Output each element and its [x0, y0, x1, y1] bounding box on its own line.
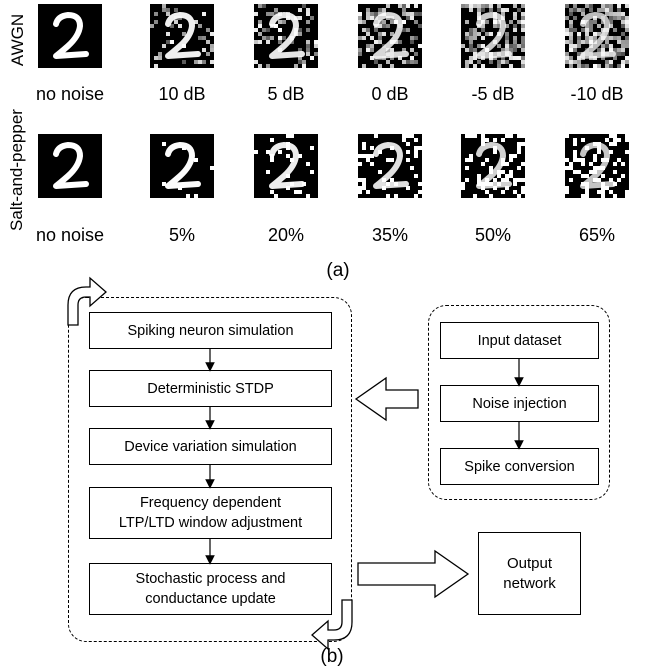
step-device-variation-simulation: Device variation simulation — [89, 428, 332, 465]
salt-pepper-digit-image-2 — [254, 134, 318, 198]
salt-pepper-digit-image-4 — [461, 134, 525, 198]
step-stochastic-conductance-update: Stochastic process and conductance updat… — [89, 563, 332, 615]
step-deterministic-stdp: Deterministic STDP — [89, 370, 332, 407]
awgn-caption-4: -5 dB — [471, 84, 515, 104]
salt-pepper-digit-image-1 — [150, 134, 214, 198]
awgn-digit-image-3 — [358, 4, 422, 68]
awgn-caption-5: -10 dB — [570, 84, 624, 104]
output-network-box: Output network — [478, 532, 581, 615]
awgn-caption-3: 0 dB — [371, 84, 409, 104]
salt-pepper-digit-image-0 — [38, 134, 102, 198]
step-noise-injection: Noise injection — [440, 385, 599, 422]
awgn-digit-image-5 — [565, 4, 629, 68]
salt-pepper-caption-1: 5% — [168, 225, 195, 245]
awgn-caption-0: no noise — [35, 84, 105, 104]
training-loop-frame — [68, 297, 352, 642]
awgn-digit-image-0 — [38, 4, 102, 68]
step-frequency-dependent-window: Frequency dependent LTP/LTD window adjus… — [89, 487, 332, 539]
step-input-dataset: Input dataset — [440, 322, 599, 359]
loop-to-output-arrow — [357, 549, 470, 599]
salt-pepper-digit-image-5 — [565, 134, 629, 198]
awgn-digit-image-1 — [150, 4, 214, 68]
salt-pepper-caption-3: 35% — [371, 225, 409, 245]
input-to-loop-arrow — [354, 376, 419, 422]
panel-a-label: (a) — [326, 260, 350, 281]
panel-b-label: (b) — [320, 646, 344, 667]
awgn-caption-2: 5 dB — [267, 84, 305, 104]
awgn-digit-image-2 — [254, 4, 318, 68]
loop-start-curved-arrow — [67, 276, 107, 326]
input-pipeline-frame — [428, 305, 610, 500]
salt-pepper-caption-5: 65% — [578, 225, 616, 245]
step-spiking-neuron-simulation: Spiking neuron simulation — [89, 312, 332, 349]
salt-pepper-digit-image-3 — [358, 134, 422, 198]
salt-pepper-caption-0: no noise — [35, 225, 105, 245]
loop-end-curved-arrow — [311, 599, 353, 651]
salt-pepper-caption-2: 20% — [267, 225, 305, 245]
awgn-caption-1: 10 dB — [158, 84, 206, 104]
salt-pepper-caption-4: 50% — [474, 225, 512, 245]
awgn-digit-image-4 — [461, 4, 525, 68]
